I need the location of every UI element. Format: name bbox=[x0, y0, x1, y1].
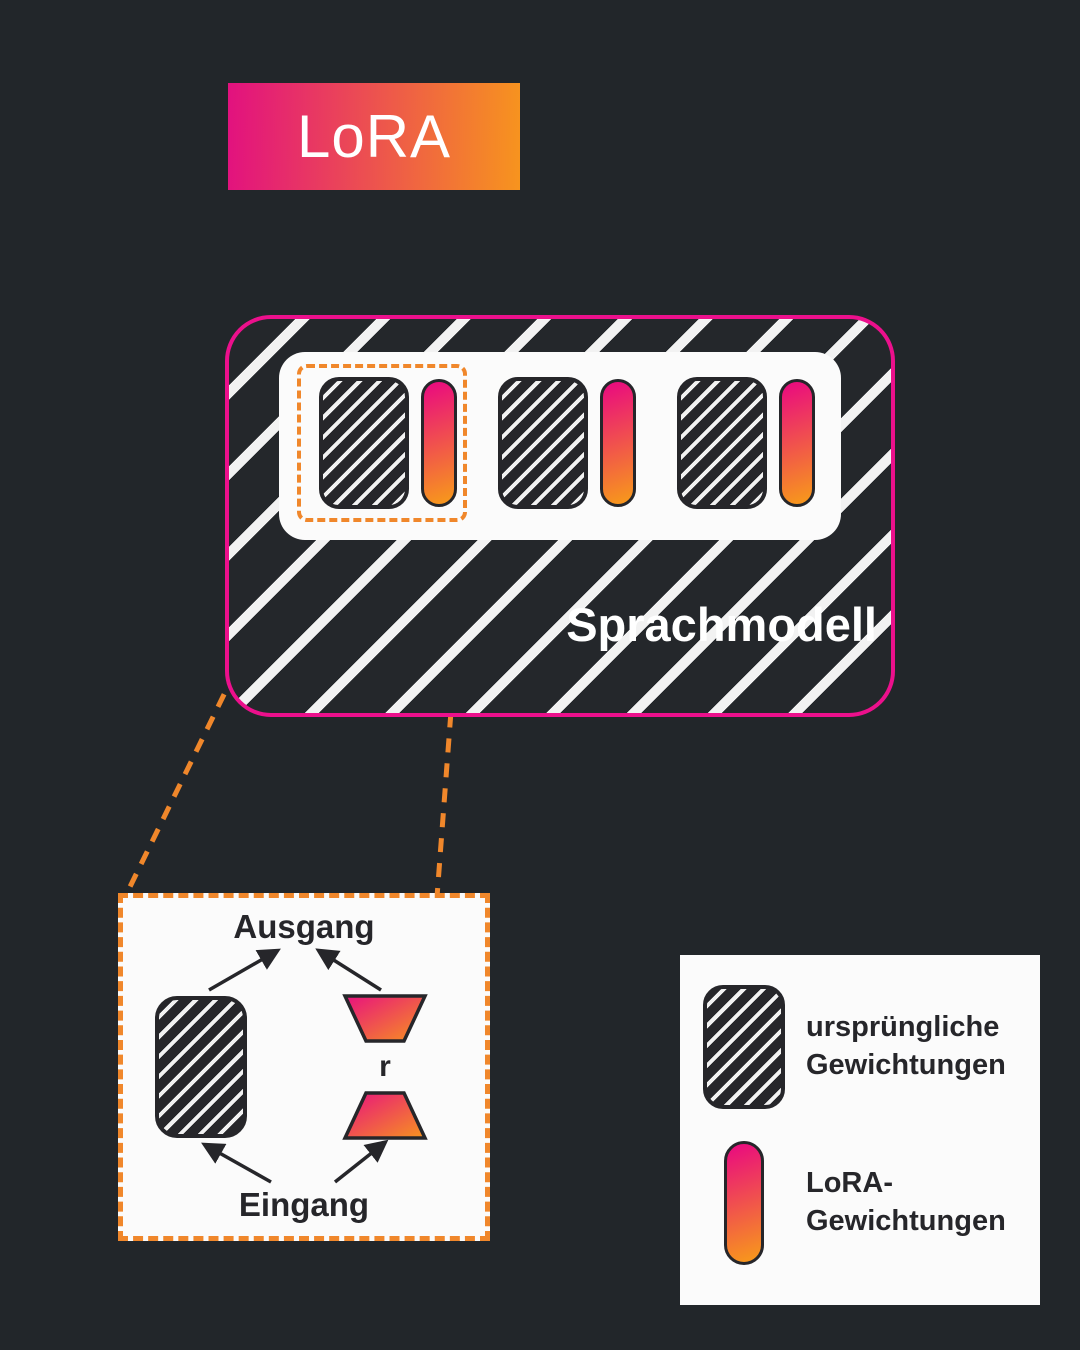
lora-title: LoRA bbox=[296, 103, 452, 170]
lora-weights-icon bbox=[421, 379, 457, 507]
highlighted-weight-pair-outline bbox=[297, 364, 467, 522]
weights-layer-bar bbox=[279, 352, 841, 540]
legend-item-original-weights: ursprüngliche Gewichtungen bbox=[702, 985, 1026, 1109]
lora-matrix-b-icon bbox=[342, 994, 428, 1043]
output-label: Ausgang bbox=[233, 908, 375, 945]
original-weights-icon bbox=[498, 377, 588, 509]
legend-item-lora-weights: LoRA-Gewichtungen bbox=[702, 1141, 1026, 1265]
rank-label: r bbox=[379, 1050, 391, 1083]
original-weights-icon bbox=[677, 377, 767, 509]
legend-icon-col bbox=[702, 1141, 786, 1265]
model-label: Sprachmodell bbox=[566, 598, 877, 651]
lora-weights-icon bbox=[779, 379, 815, 507]
legend: ursprüngliche Gewichtungen LoRA-Gewichtu… bbox=[680, 955, 1040, 1305]
lora-title-badge: LoRA bbox=[228, 83, 520, 190]
lora-weights-icon bbox=[600, 379, 636, 507]
language-model-box: Sprachmodell bbox=[225, 315, 895, 717]
input-label: Eingang bbox=[238, 1186, 370, 1223]
arrow-input-to-lora bbox=[333, 1139, 389, 1184]
lora-detail-box: Ausgang r Eingang bbox=[118, 893, 490, 1241]
arrow-lora-to-output bbox=[315, 948, 382, 992]
original-weights-matrix-icon bbox=[155, 996, 247, 1138]
arrow-input-to-weights bbox=[201, 1142, 272, 1184]
legend-label: LoRA-Gewichtungen bbox=[806, 1167, 1006, 1237]
original-weights-icon bbox=[319, 377, 409, 509]
legend-label: ursprüngliche Gewichtungen bbox=[806, 1011, 1006, 1081]
original-weights-icon bbox=[703, 985, 785, 1109]
lora-matrix-a-icon bbox=[342, 1091, 428, 1140]
lora-weights-icon bbox=[724, 1141, 764, 1265]
arrow-weights-to-output bbox=[208, 948, 281, 992]
legend-icon-col bbox=[702, 985, 786, 1109]
lora-flow-graphic bbox=[201, 948, 428, 1184]
